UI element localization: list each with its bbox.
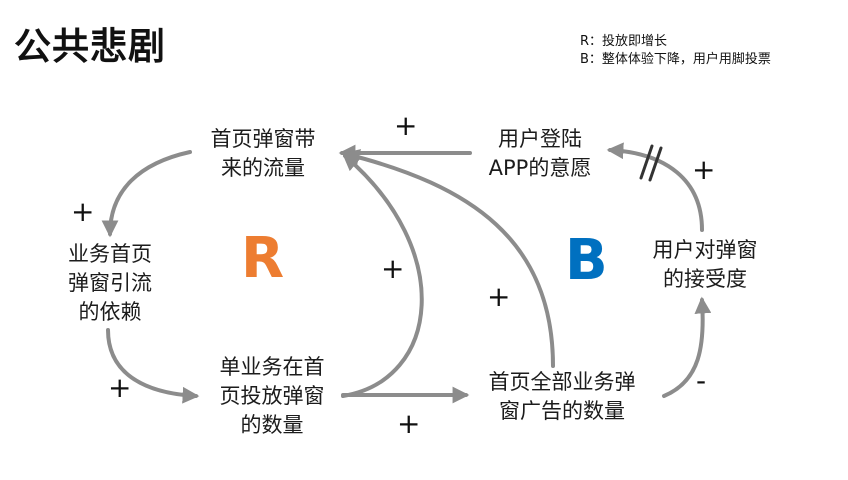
node-user-login-intent: 用户登陆 APP的意愿	[488, 127, 592, 180]
node-homepage-traffic: 首页弹窗带 来的流量	[210, 127, 316, 180]
node-single-business-popups: 单业务在首 页投放弹窗 的数量	[219, 355, 325, 437]
arrow-all-to-traffic	[342, 149, 555, 368]
node-business-dependency: 业务首页 弹窗引流 的依赖	[68, 242, 152, 324]
sign-traffic-to-dependency: +	[71, 195, 95, 228]
page-title: 公共悲剧	[14, 25, 166, 68]
arrow-single-to-traffic	[341, 153, 424, 398]
sign-all-to-traffic: +	[487, 280, 511, 313]
sign-dependency-to-single: +	[108, 371, 132, 404]
arrow-dependency-to-single	[106, 328, 200, 404]
delay-mark	[639, 144, 663, 182]
sign-all-to-acceptance: -	[696, 364, 707, 397]
arrow-traffic-to-dependency	[101, 150, 192, 238]
arrow-acceptance-to-intent	[606, 142, 704, 232]
node-all-homepage-popups: 首页全部业务弹 窗广告的数量	[488, 370, 636, 423]
reinforcing-loop-label: R	[241, 226, 285, 291]
sign-single-to-traffic: +	[381, 252, 405, 285]
legend-reinforcing: R：投放即增长	[580, 34, 668, 49]
sign-acceptance-to-intent: +	[692, 153, 716, 186]
sign-single-to-all: +	[397, 407, 421, 440]
arrow-all-to-acceptance	[662, 296, 712, 398]
balancing-loop-label: B	[565, 228, 608, 293]
legend: R：投放即增长 B：整体体验下降，用户用脚投票	[580, 33, 771, 69]
sign-intent-to-traffic: +	[394, 109, 418, 142]
legend-balancing: B：整体体验下降，用户用脚投票	[580, 52, 771, 67]
node-user-acceptance: 用户对弹窗 的接受度	[652, 238, 758, 291]
